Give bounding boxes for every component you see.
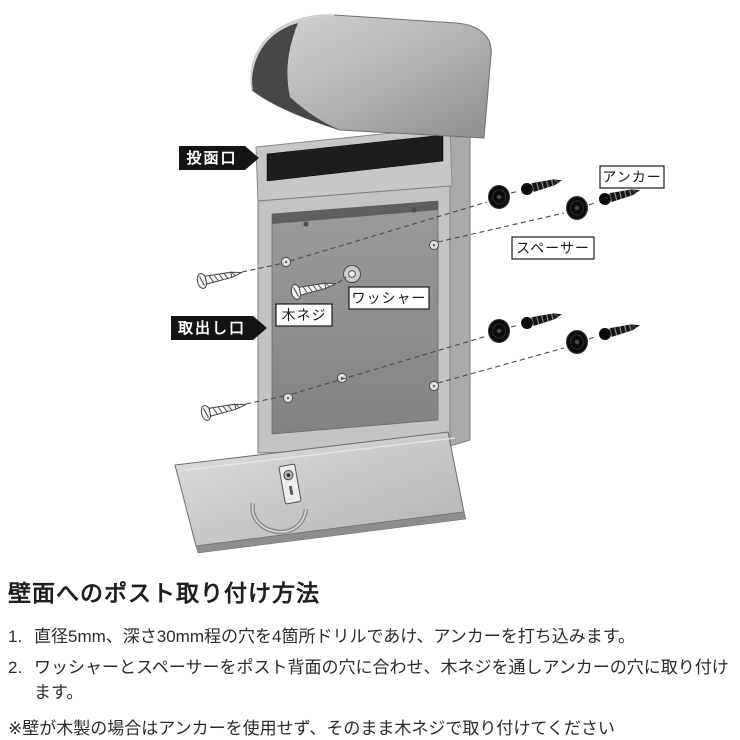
instructions-title: 壁面へのポスト取り付け方法 (8, 580, 320, 606)
anchor-plug (519, 307, 564, 331)
anchor-plug (597, 318, 642, 342)
callout-takeout-door-box (171, 316, 253, 340)
step-text: ワッシャーとスペーサーをポスト背面の穴に合わせ、木ネジを通しアンカーの穴に取り付… (34, 657, 729, 703)
back-panel-top-shadow (272, 201, 438, 224)
mail-slot-opening (266, 134, 444, 182)
hood-rim-highlight (250, 13, 335, 91)
washer-ring (343, 265, 361, 283)
step-text: 直径5mm、深さ30mm程の穴を4箇所ドリルであけ、アンカーを打ち込みます。 (34, 627, 636, 646)
door-latch (278, 463, 302, 505)
step-number: 2. (8, 657, 23, 677)
spacer-disc (488, 185, 510, 209)
hanger-hole (303, 221, 309, 227)
callout-mail-slot-box (179, 146, 245, 170)
callout-spacer: スペーサー (511, 236, 595, 260)
callout-mail-slot-arrow (245, 146, 259, 170)
callout-spacer-box (511, 236, 595, 260)
post-right-wall (449, 125, 471, 447)
takeout-door (174, 431, 467, 554)
door-edge-thickness (195, 511, 467, 554)
spacers (488, 185, 588, 354)
callout-mail-slot-label: 投函口 (186, 149, 237, 167)
spacer-disc (566, 196, 588, 220)
hanger-hole (411, 207, 417, 213)
callout-mail-slot: 投函口 (179, 146, 259, 170)
post-body (255, 125, 471, 454)
door-handle-highlight (251, 502, 307, 533)
mailbox-exploded-diagram: 投函口 取出し口 アンカー スペーサー ワッシャー 木ネジ (171, 13, 665, 554)
callout-takeout-door-label: 取出し口 (178, 319, 246, 337)
anchor-plug (519, 173, 564, 197)
hood (250, 13, 492, 139)
door-highlight (184, 437, 456, 471)
mounting-hole (429, 381, 439, 391)
callout-spacer-label: スペーサー (516, 240, 590, 256)
callout-anchor-box (599, 165, 665, 189)
instruction-steps: 1. 直径5mm、深さ30mm程の穴を4箇所ドリルであけ、アンカーを打ち込みます… (8, 624, 730, 706)
spacer-disc (566, 330, 588, 354)
mounting-hole (281, 257, 291, 267)
callout-wood-screw: 木ネジ (275, 303, 333, 327)
wood-screw (199, 396, 249, 422)
spacer-disc (488, 319, 510, 343)
instruction-step-1: 1. 直径5mm、深さ30mm程の穴を4箇所ドリルであけ、アンカーを打ち込みます… (8, 624, 730, 650)
callout-anchor: アンカー (599, 165, 665, 189)
callout-takeout-door-arrow (253, 316, 267, 340)
callout-washer: ワッシャー (348, 286, 430, 310)
post-back-panel (271, 200, 439, 435)
alignment-dashed-lines (241, 190, 598, 405)
installation-instructions: 壁面へのポスト取り付け方法 1. 直径5mm、深さ30mm程の穴を4箇所ドリルで… (0, 560, 740, 740)
door-panel (174, 431, 465, 547)
step-number: 1. (8, 627, 23, 646)
instructions-note: ※壁が木製の場合はアンカーを使用せず、そのまま木ネジで取り付けてください (8, 718, 615, 738)
callout-wood-screw-label: 木ネジ (282, 307, 327, 323)
instruction-step-2: 2. ワッシャーとスペーサーをポスト背面の穴に合わせ、木ネジを通しアンカーの穴に… (8, 655, 730, 706)
callout-washer-label: ワッシャー (352, 290, 427, 306)
hood-underside (251, 23, 340, 130)
mounting-hole (429, 240, 439, 250)
callout-washer-box (348, 286, 430, 310)
mounting-hole (283, 393, 293, 403)
callout-anchor-label: アンカー (602, 169, 661, 185)
callout-wood-screw-box (275, 303, 333, 327)
wood-screw (195, 264, 245, 290)
callout-takeout-door: 取出し口 (171, 316, 267, 340)
